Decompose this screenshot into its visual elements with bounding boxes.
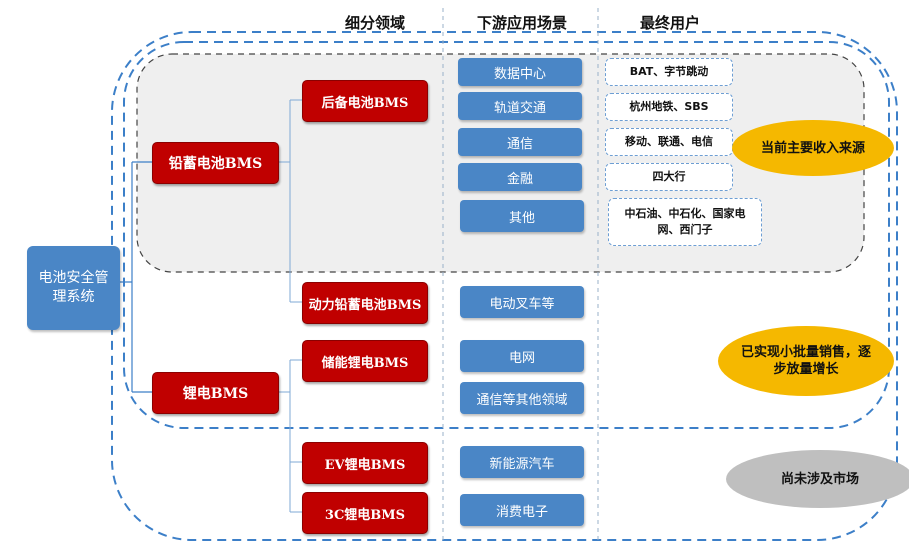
scenario-other: 其他 bbox=[460, 200, 584, 232]
scenario-rail: 轨道交通 bbox=[458, 92, 582, 120]
scenario-nev: 新能源汽车 bbox=[460, 446, 584, 478]
users-finance: 四大行 bbox=[605, 163, 733, 191]
node-backup-bms: 后备电池BMS bbox=[302, 80, 428, 122]
scenario-telecom: 通信 bbox=[458, 128, 582, 156]
scenario-forklift: 电动叉车等 bbox=[460, 286, 584, 318]
node-lithium-bms: 锂电BMS bbox=[152, 372, 279, 414]
node-ev-li-bms: EV锂电BMS bbox=[302, 442, 428, 484]
node-power-lead-bms: 动力铅蓄电池BMS bbox=[302, 282, 428, 324]
users-telecom: 移动、联通、电信 bbox=[605, 128, 733, 156]
scenario-consumer-electronics: 消费电子 bbox=[460, 494, 584, 526]
node-3c-li-bms: 3C锂电BMS bbox=[302, 492, 428, 534]
header-segment: 细分领域 bbox=[344, 14, 405, 32]
status-current-revenue: 当前主要收入来源 bbox=[732, 120, 894, 176]
users-other: 中石油、中石化、国家电网、西门子 bbox=[608, 198, 762, 246]
users-data-center: BAT、字节跳动 bbox=[605, 58, 733, 86]
header-end-users: 最终用户 bbox=[639, 14, 700, 32]
status-not-entered: 尚未涉及市场 bbox=[726, 450, 909, 508]
scenario-telecom-other: 通信等其他领域 bbox=[460, 382, 584, 414]
header-downstream: 下游应用场景 bbox=[476, 14, 567, 32]
node-lead-acid-bms: 铅蓄电池BMS bbox=[152, 142, 279, 184]
scenario-finance: 金融 bbox=[458, 163, 582, 191]
status-small-batch: 已实现小批量销售，逐步放量增长 bbox=[718, 326, 894, 396]
users-rail: 杭州地铁、SBS bbox=[605, 93, 733, 121]
scenario-grid: 电网 bbox=[460, 340, 584, 372]
node-storage-li-bms: 储能锂电BMS bbox=[302, 340, 428, 382]
scenario-data-center: 数据中心 bbox=[458, 58, 582, 86]
root-node: 电池安全管理系统 bbox=[27, 246, 120, 330]
